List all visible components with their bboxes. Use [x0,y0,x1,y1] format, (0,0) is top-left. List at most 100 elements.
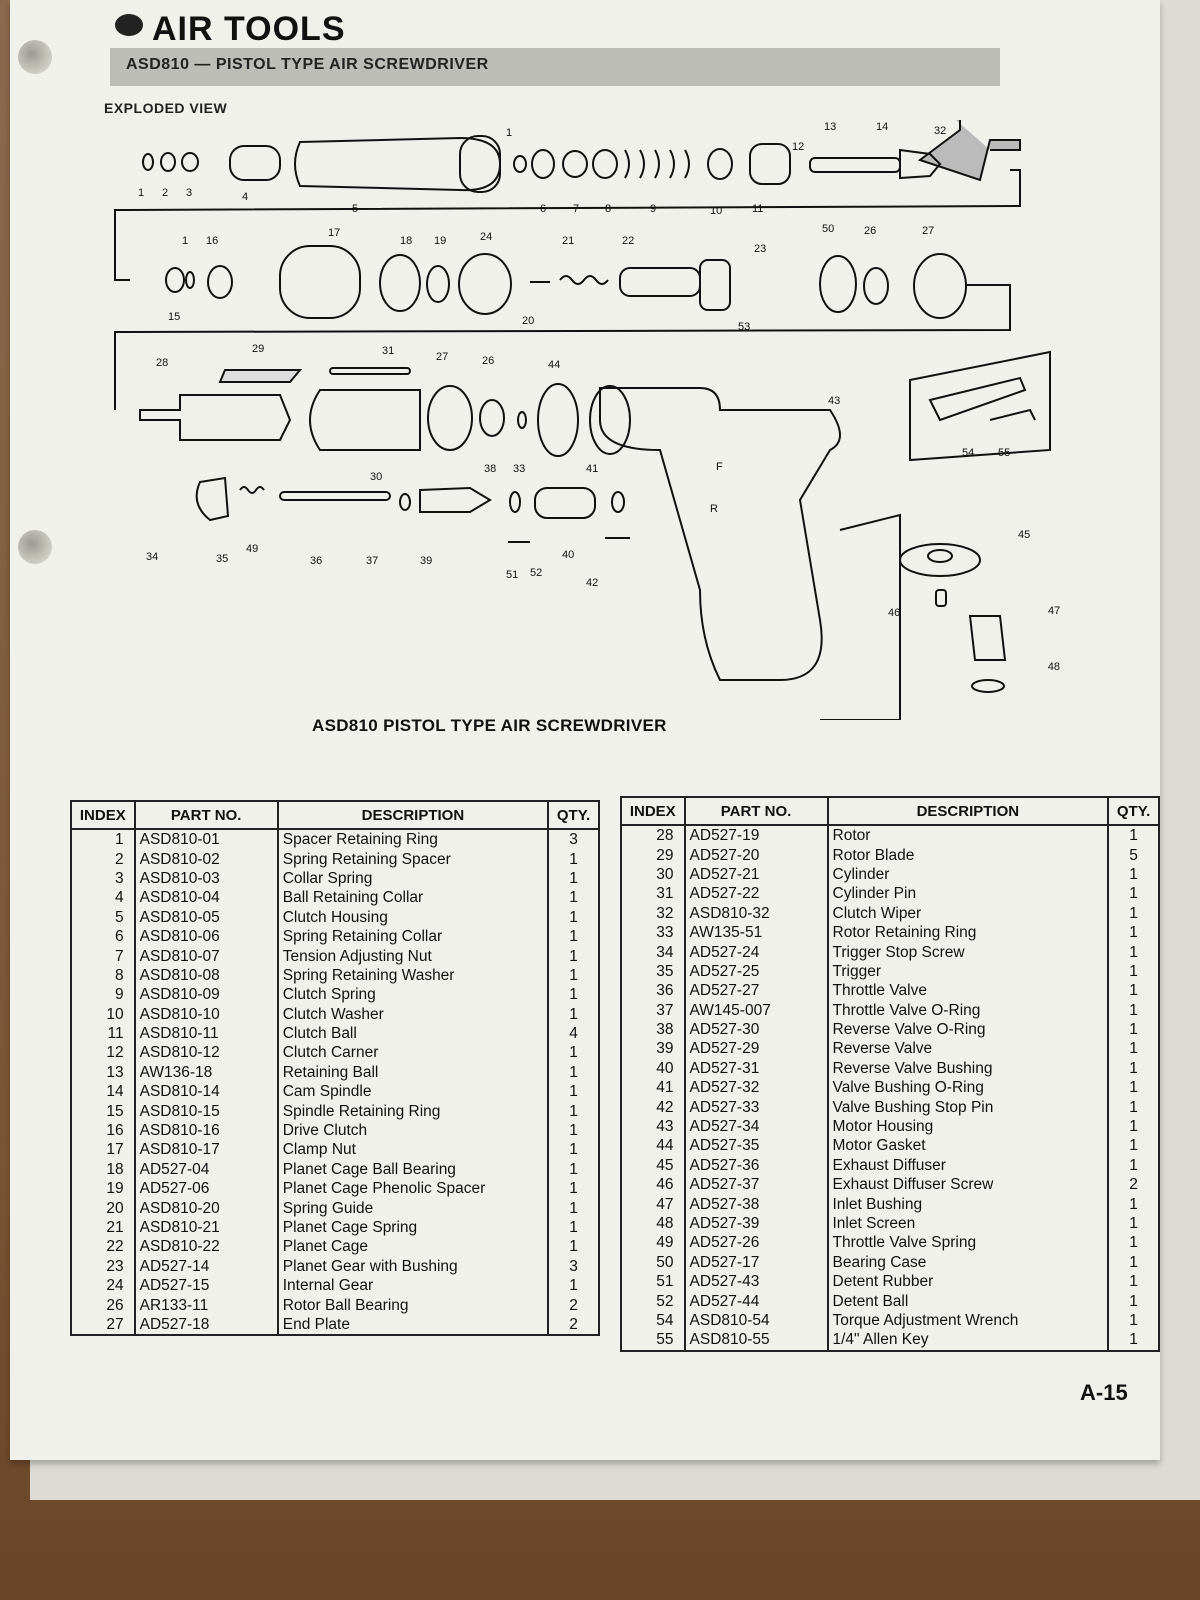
cell-description: Reverse Valve O-Ring [826,1019,1110,1040]
cell-qty: 1 [547,1159,600,1180]
cell-description: Planet Cage Ball Bearing [276,1159,550,1180]
cell-qty: 1 [547,888,600,908]
cell-part-no: ASD810-55 [683,1330,829,1352]
cell-part-no: ASD810-08 [133,965,279,986]
cell-part-no: AD527-26 [683,1233,829,1253]
callout-label: 14 [876,121,888,133]
cell-index: 18 [70,1159,136,1180]
cell-index: 19 [70,1179,136,1199]
cell-part-no: ASD810-12 [133,1043,279,1063]
cell-qty: 1 [547,985,600,1005]
cell-index: 4 [70,888,136,908]
callout-label: 41 [586,463,598,475]
cell-index: 40 [620,1058,686,1079]
callout-label: 5 [352,203,358,215]
column-header-description: DESCRIPTION [826,796,1110,826]
cell-index: 55 [620,1330,686,1352]
cell-part-no: AD527-30 [683,1019,829,1040]
cell-part-no: AD527-37 [683,1175,829,1195]
cell-description: Rotor Blade [826,845,1110,865]
column-header-index: INDEX [620,796,686,826]
callout-label: 18 [400,235,412,247]
cell-description: Spring Retaining Collar [276,926,550,947]
cell-qty: 3 [547,1256,600,1276]
cell-part-no: AD527-36 [683,1155,829,1176]
cell-part-no: ASD810-21 [133,1217,279,1238]
callout-label: 13 [824,121,836,133]
cell-part-no: AD527-17 [683,1252,829,1272]
cell-part-no: AD527-18 [133,1314,279,1337]
callout-label: 12 [792,141,804,153]
cell-part-no: ASD810-06 [133,926,279,947]
diagram-caption: ASD810 PISTOL TYPE AIR SCREWDRIVER [312,716,667,735]
cell-part-no: AD527-14 [133,1256,279,1276]
cell-qty: 1 [547,1043,600,1063]
cell-qty: 2 [1107,1175,1160,1195]
cell-qty: 2 [547,1295,600,1315]
cell-index: 43 [620,1116,686,1137]
cell-qty: 1 [1107,1310,1160,1331]
callout-label: 19 [434,235,446,247]
cell-description: Cylinder [826,864,1110,885]
cell-index: 35 [620,961,686,982]
cell-qty: 1 [547,1082,600,1102]
callout-label: 26 [864,225,876,237]
callout-label: 40 [562,549,574,561]
cell-part-no: AD527-04 [133,1159,279,1180]
cell-description: Trigger [826,961,1110,982]
cell-description: Torque Adjustment Wrench [826,1310,1110,1331]
cell-index: 41 [620,1078,686,1098]
cell-index: 29 [620,845,686,865]
cell-index: 1 [70,829,136,850]
cell-part-no: ASD810-05 [133,907,279,927]
callout-label: 27 [436,351,448,363]
binder-hole-middle [18,530,52,564]
callout-label: 1 [182,235,188,247]
cell-qty: 1 [1107,1271,1160,1292]
cell-index: 31 [620,884,686,904]
table-header-row: INDEX PART NO. DESCRIPTION QTY. [70,800,600,830]
cell-description: Planet Cage Phenolic Spacer [276,1179,550,1199]
cell-description: Spring Retaining Spacer [276,849,550,869]
cell-index: 36 [620,981,686,1001]
cell-index: 33 [620,922,686,943]
cell-qty: 1 [547,965,600,986]
cell-description: Throttle Valve Spring [826,1233,1110,1253]
cell-part-no: AD527-43 [683,1271,829,1292]
cell-description: Tension Adjusting Nut [276,946,550,966]
cell-index: 20 [70,1198,136,1218]
cell-qty: 1 [547,907,600,927]
cell-index: 27 [70,1314,136,1337]
cell-index: 34 [620,942,686,962]
cell-part-no: AD527-44 [683,1291,829,1311]
callout-label: 6 [540,203,546,215]
cell-description: Reverse Valve [826,1039,1110,1059]
cell-description: Clutch Washer [276,1004,550,1024]
cell-qty: 1 [547,849,600,869]
cell-description: Spring Retaining Washer [276,965,550,986]
cell-description: Trigger Stop Screw [826,942,1110,962]
exploded-view-label: EXPLODED VIEW [104,100,228,116]
cell-qty: 1 [547,868,600,889]
